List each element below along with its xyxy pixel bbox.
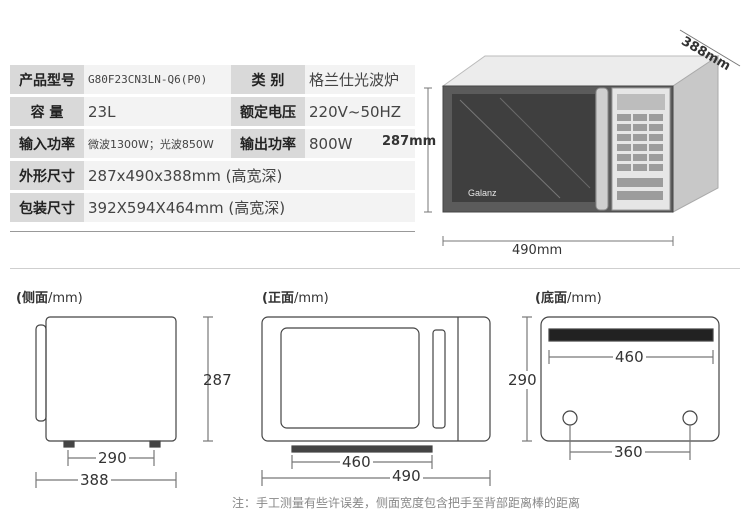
spec-label: 容 量: [10, 97, 84, 126]
view-title-text: (底面: [535, 291, 567, 306]
spec-value: 23L: [84, 97, 231, 126]
spec-row: 产品型号 G80F23CN3LN-Q6(P0) 类 别 格兰仕光波炉: [10, 65, 415, 94]
measurement-note: 注：手工测量有些许误差，侧面宽度包含把手至背部距离棒的距离: [232, 496, 581, 510]
view-title-text: (侧面: [16, 291, 48, 306]
spec-value: G80F23CN3LN-Q6(P0): [84, 65, 231, 94]
brand-text: Galanz: [468, 188, 497, 198]
divider: [10, 268, 740, 269]
spec-label: 产品型号: [10, 65, 84, 94]
microwave-illustration: Galanz: [441, 55, 720, 213]
divider: [10, 231, 415, 232]
product-dimensions: [424, 29, 741, 246]
spec-table: 产品型号 G80F23CN3LN-Q6(P0) 类 别 格兰仕光波炉 容 量 2…: [10, 62, 415, 225]
spec-row: 容 量 23L 额定电压 220V~50HZ: [10, 97, 415, 126]
side-depth-label: 388: [78, 471, 111, 489]
spec-label: 包装尺寸: [10, 193, 84, 222]
spec-value: 微波1300W；光波850W: [84, 129, 231, 158]
spec-label: 额定电压: [230, 97, 305, 126]
front-width-label: 490: [390, 467, 423, 485]
bottom-top-label: 460: [613, 348, 646, 366]
spec-row: 包装尺寸 392X594X464mm (高宽深): [10, 193, 415, 222]
view-title-unit: /mm): [566, 291, 602, 306]
bottom-view: [522, 316, 720, 460]
view-title-text: (正面: [262, 291, 294, 306]
side-height-label: 287: [203, 371, 232, 389]
spec-label: 外形尺寸: [10, 161, 84, 190]
spec-label: 输出功率: [230, 129, 305, 158]
width-label: 490mm: [512, 243, 563, 258]
side-view-title: (侧面/mm): [16, 287, 83, 306]
spec-value: 800W: [304, 129, 415, 158]
spec-label: 类 别: [230, 65, 305, 94]
view-title-unit: /mm): [293, 291, 329, 306]
spec-value: 392X594X464mm (高宽深): [84, 193, 415, 222]
spec-label: 输入功率: [10, 129, 84, 158]
bottom-height-label: 290: [506, 371, 539, 389]
spec-row: 输入功率 微波1300W；光波850W 输出功率 800W: [10, 129, 415, 158]
front-view: [261, 316, 491, 486]
spec-row: 外形尺寸 287x490x388mm (高宽深): [10, 161, 415, 190]
bottom-view-title: (底面/mm): [535, 287, 602, 306]
spec-value: 格兰仕光波炉: [304, 65, 415, 94]
front-base-label: 460: [340, 453, 373, 471]
side-base-label: 290: [96, 449, 129, 467]
front-view-title: (正面/mm): [262, 287, 329, 306]
spec-value: 287x490x388mm (高宽深): [84, 161, 415, 190]
spec-value: 220V~50HZ: [304, 97, 415, 126]
view-title-unit: /mm): [47, 291, 83, 306]
bottom-feet-label: 360: [612, 443, 645, 461]
height-label: 287mm: [382, 134, 437, 149]
